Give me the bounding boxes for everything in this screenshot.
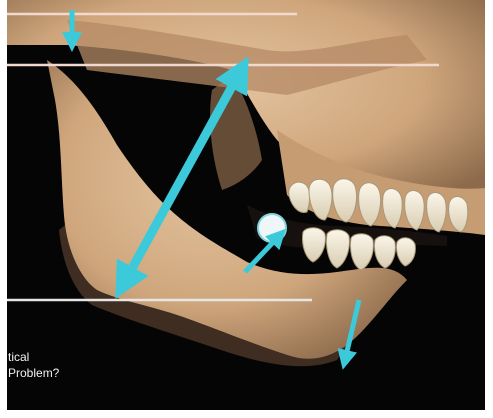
caption-text: tical Problem? — [8, 349, 59, 381]
caption-line-2: Problem? — [8, 366, 59, 380]
caption-line-1: tical — [8, 350, 29, 364]
skull-photo — [7, 0, 485, 410]
highlight-ball — [258, 214, 286, 242]
skull-illustration — [7, 0, 485, 410]
